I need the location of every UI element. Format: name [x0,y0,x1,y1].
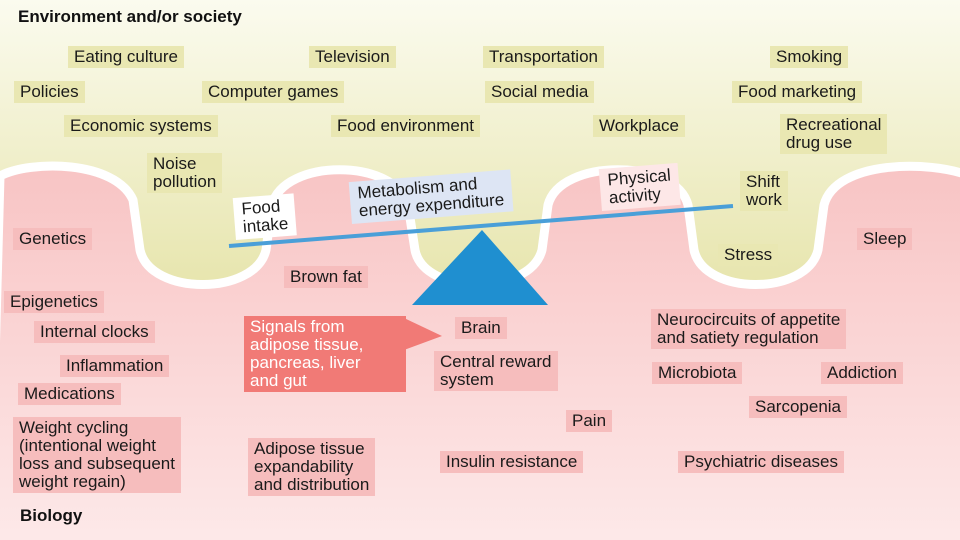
factor-noise-pollution: Noise pollution [147,153,223,193]
biology-title: Biology [20,506,83,525]
factor-addiction: Addiction [821,362,903,384]
factor-stress: Stress [718,244,779,266]
factor-internal-clocks: Internal clocks [34,321,155,343]
factor-smoking: Smoking [770,46,849,68]
factor-television: Television [309,46,396,68]
factor-epigenetics: Epigenetics [4,291,104,313]
factor-computer-games: Computer games [202,81,345,103]
factor-workplace: Workplace [593,115,685,137]
seesaw-beam [228,204,734,248]
signals-box: Signals from adipose tissue, pancreas, l… [244,316,406,392]
factor-microbiota: Microbiota [652,362,743,384]
seesaw-food-intake: Food intake [232,193,298,240]
factor-food-marketing: Food marketing [732,81,863,103]
factor-neurocircuits: Neurocircuits of appetite and satiety re… [651,309,847,349]
factor-policies: Policies [14,81,85,103]
factor-brown-fat: Brown fat [284,266,368,288]
factor-sleep: Sleep [857,228,913,250]
factor-central-reward-system: Central reward system [434,351,558,391]
factor-brain: Brain [455,317,507,339]
factor-sarcopenia: Sarcopenia [749,396,848,418]
factor-genetics: Genetics [13,228,93,250]
factor-food-environment: Food environment [331,115,481,137]
factor-psychiatric-diseases: Psychiatric diseases [678,451,845,473]
factor-eating-culture: Eating culture [68,46,184,68]
factor-transportation: Transportation [483,46,604,68]
signals-pointer [404,318,442,350]
factor-social-media: Social media [485,81,595,103]
factor-weight-cycling: Weight cycling (intentional weight loss … [13,417,181,493]
seesaw-physical-activity: Physical activity [598,162,682,211]
factor-inflammation: Inflammation [60,355,170,377]
factor-medications: Medications [18,383,121,405]
factor-recreational-drug-use: Recreational drug use [780,114,888,154]
factor-insulin-resistance: Insulin resistance [440,451,584,473]
factor-shift-work: Shift work [740,171,788,211]
factor-adipose-expandability: Adipose tissue expandability and distrib… [248,438,376,496]
environment-title: Environment and/or society [18,7,242,26]
factor-pain: Pain [566,410,613,432]
seesaw-fulcrum [412,230,548,305]
factor-economic-systems: Economic systems [64,115,218,137]
